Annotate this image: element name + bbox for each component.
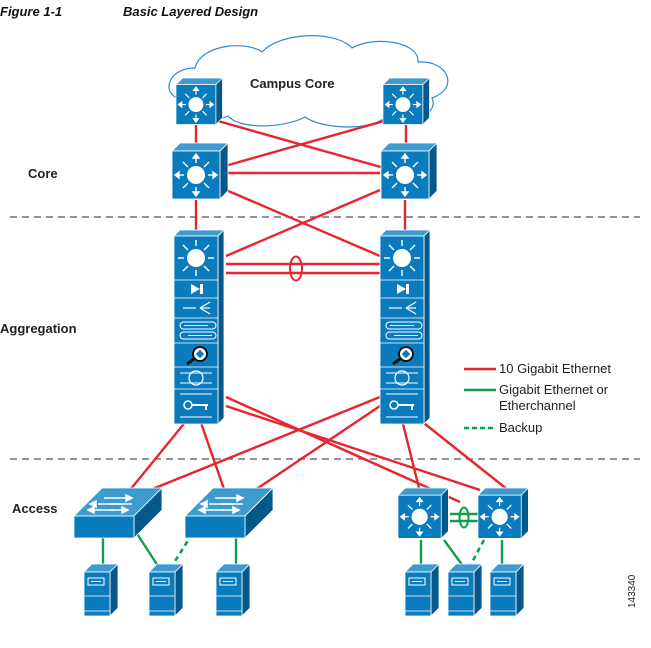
link-10g [419,419,509,491]
server-3[interactable] [215,563,251,617]
campus-core-switch-left[interactable] [175,77,224,126]
layer-label-aggregation: Aggregation [0,321,77,336]
link-10g [225,188,381,258]
backup-links [170,525,486,567]
server-2[interactable] [148,563,184,617]
legend-label-backup: Backup [499,420,543,435]
legend-label-ten-gig: 10 Gigabit Ethernet [499,361,612,376]
layer-label-access: Access [12,501,58,516]
aggregation-chassis-right[interactable] [378,228,432,426]
etherchannel-marker [458,506,470,529]
core-switch-left[interactable] [171,142,229,200]
figure-title: Basic Layered Design [123,4,259,19]
campus-core-switch-right[interactable] [382,77,431,126]
legend-label-gig-line1: Gigabit Ethernet or [499,382,609,397]
access-ml-switch-2[interactable] [477,487,530,540]
link-10g [129,419,188,491]
link-10g [198,419,227,493]
link-1g [443,539,464,567]
link-10g [225,404,481,492]
server-5[interactable] [447,563,483,617]
campus-core-cloud [168,35,449,128]
aggregation-chassis-left[interactable] [172,228,226,426]
legend-label-gig-line2: Etherchannel [499,398,576,413]
link-backup [170,525,199,567]
link-10g [149,395,381,492]
link-10g [254,405,381,491]
server-6[interactable] [489,563,525,617]
access-l2-switch-1[interactable] [73,487,163,539]
layer-label-core: Core [28,166,58,181]
server-4[interactable] [404,563,440,617]
ten-gig-links [129,119,509,504]
link-10g [225,395,461,504]
figure-id: 143340 [627,574,638,608]
access-l2-switch-2[interactable] [184,487,274,539]
server-1[interactable] [83,563,119,617]
core-switch-right[interactable] [380,142,438,200]
figure-number: Figure 1-1 [0,4,63,19]
access-ml-switch-1[interactable] [397,487,450,540]
link-backup [468,539,486,567]
link-10g [400,419,422,493]
cloud-label: Campus Core [250,76,335,91]
link-10g [217,119,385,170]
etherchannel-marker [289,255,303,282]
